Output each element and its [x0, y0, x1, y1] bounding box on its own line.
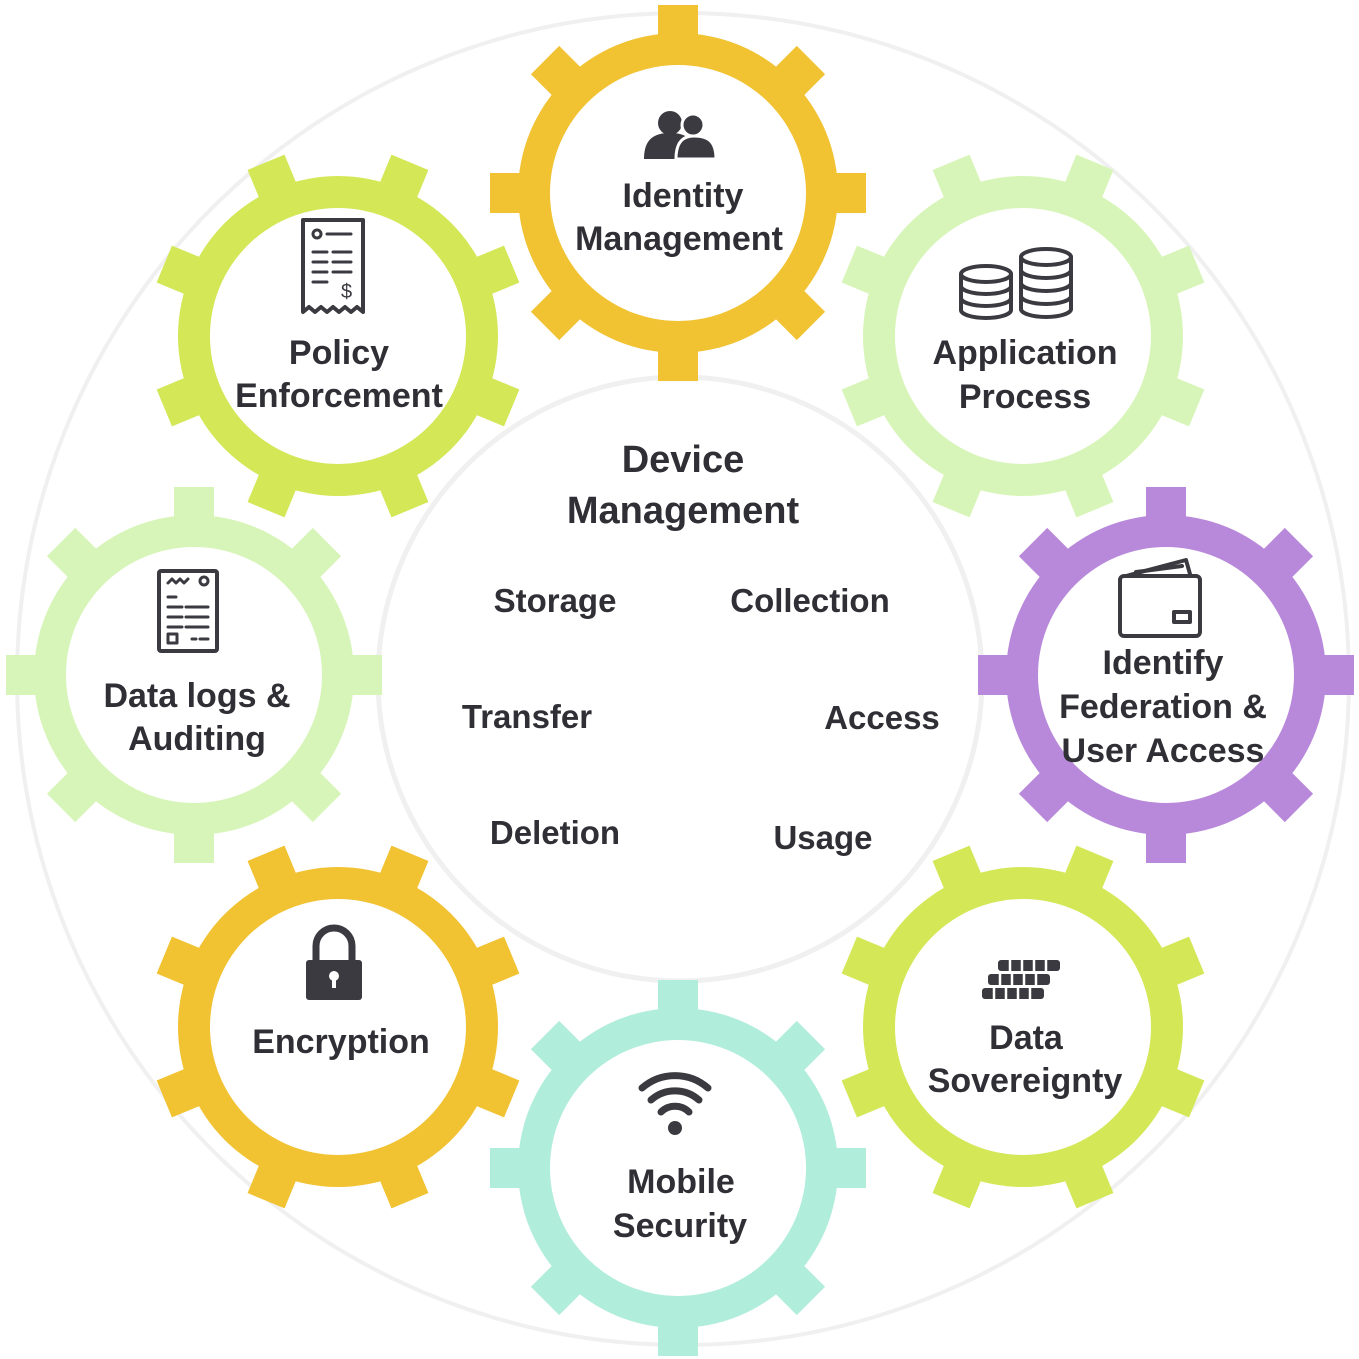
- gear-hole: [1038, 547, 1294, 803]
- users-icon: [644, 111, 718, 161]
- wifi-icon: [638, 1072, 712, 1135]
- gear-hole: [550, 65, 806, 321]
- datalogs-label-line1: Data logs &: [103, 677, 290, 715]
- gear-policy-enforcement: [156, 154, 520, 518]
- federation-label-line3: User Access: [1062, 732, 1265, 770]
- gear-hole: [210, 899, 466, 1155]
- gear-data-sovereignty: [841, 845, 1205, 1209]
- application-label-line2: Process: [959, 378, 1091, 416]
- center-item-transfer: Transfer: [462, 698, 592, 735]
- gear-data-logs-auditing: [6, 487, 382, 863]
- center-title-line1: Device: [622, 439, 745, 481]
- center-item-access: Access: [824, 699, 940, 736]
- application-label-line1: Application: [932, 334, 1117, 372]
- wallet-icon: [1118, 558, 1202, 638]
- federation-label-line2: Federation &: [1059, 688, 1267, 726]
- svg-text:$: $: [341, 281, 352, 303]
- encryption-label: Encryption: [252, 1023, 430, 1061]
- sovereignty-label-line2: Sovereignty: [928, 1062, 1123, 1100]
- gear-hole: [895, 899, 1151, 1155]
- gear-encryption: [156, 845, 520, 1209]
- gear-hole: [210, 208, 466, 464]
- center-item-usage: Usage: [773, 819, 872, 856]
- center-item-deletion: Deletion: [490, 814, 620, 851]
- gear-hole: [550, 1040, 806, 1296]
- gear-hole: [895, 208, 1151, 464]
- gear-identity-management: [490, 5, 866, 381]
- federation-label-line1: Identify: [1103, 644, 1224, 682]
- database-icon: [959, 247, 1073, 320]
- mobile-label-line2: Security: [613, 1207, 747, 1245]
- gear-application-process: [841, 154, 1205, 518]
- document-icon: [157, 569, 219, 653]
- center-item-storage: Storage: [494, 582, 617, 619]
- policy-label-line1: Policy: [289, 334, 389, 372]
- sovereignty-label-line1: Data: [989, 1019, 1064, 1057]
- mobile-label-line1: Mobile: [627, 1163, 735, 1201]
- gear-identify-federation: [978, 487, 1354, 863]
- identity-label-line2: Management: [575, 220, 783, 258]
- policy-label-line2: Enforcement: [235, 377, 443, 415]
- gear-hole: [66, 547, 322, 803]
- coin-stack-icon: [982, 960, 1060, 999]
- center-title-line2: Management: [567, 490, 800, 532]
- lock-icon: [306, 924, 362, 1000]
- receipt-icon: $: [301, 218, 365, 314]
- identity-label-line1: Identity: [623, 177, 744, 215]
- gear-mobile-security: [490, 980, 866, 1356]
- center-item-collection: Collection: [730, 582, 890, 619]
- datalogs-label-line2: Auditing: [128, 720, 266, 758]
